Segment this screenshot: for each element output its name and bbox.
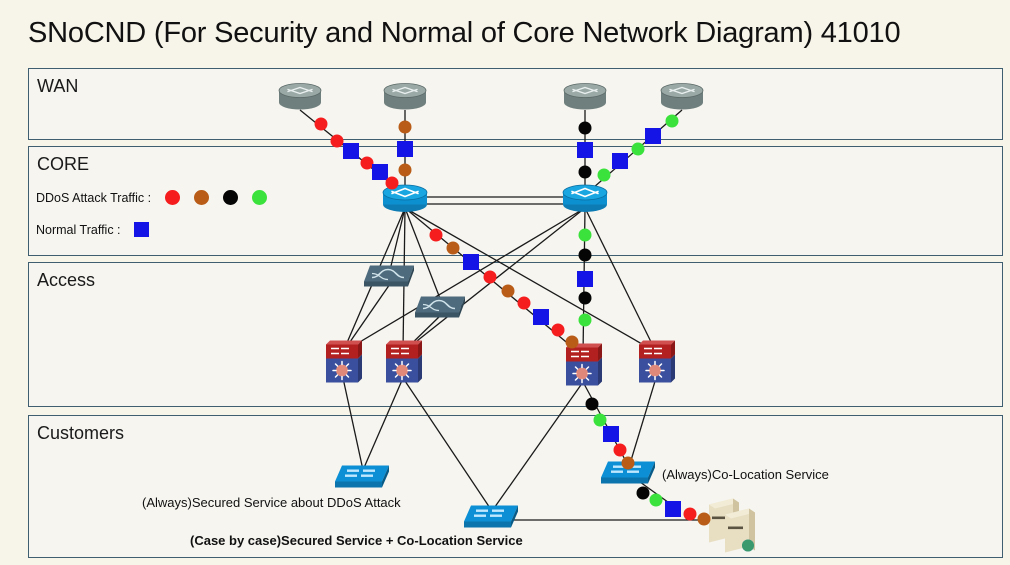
traffic-marker-black-dot bbox=[578, 248, 592, 262]
firewall-3-icon[interactable] bbox=[562, 342, 604, 395]
legend-normal-label: Normal Traffic : bbox=[36, 222, 121, 237]
traffic-marker-red-dot bbox=[483, 270, 497, 284]
zone-label-access: Access bbox=[37, 270, 96, 290]
page-title: SNoCND (For Security and Normal of Core … bbox=[28, 17, 901, 49]
legend-ddos-dot-3 bbox=[251, 190, 267, 206]
traffic-marker-blue-square bbox=[665, 501, 681, 517]
access-switch-1-icon[interactable] bbox=[364, 260, 416, 295]
traffic-marker-green-dot bbox=[593, 413, 607, 427]
core-router-right-icon[interactable] bbox=[561, 184, 609, 219]
traffic-marker-blue-square bbox=[577, 142, 593, 158]
firewall-2-icon[interactable] bbox=[382, 339, 424, 392]
wan-router-4-icon[interactable] bbox=[659, 83, 705, 116]
legend-ddos-dot-1 bbox=[193, 190, 209, 206]
traffic-marker-red-dot bbox=[551, 323, 565, 337]
wan-router-2-icon[interactable] bbox=[382, 83, 428, 116]
traffic-marker-brown-dot bbox=[398, 163, 412, 177]
traffic-marker-blue-square bbox=[372, 164, 388, 180]
caption-colo: (Always)Co-Location Service bbox=[662, 467, 829, 482]
traffic-marker-red-dot bbox=[330, 134, 344, 148]
traffic-marker-blue-square bbox=[603, 426, 619, 442]
traffic-marker-red-dot bbox=[613, 443, 627, 457]
legend-ddos-dot-0 bbox=[164, 190, 180, 206]
legend-ddos-swatches bbox=[155, 190, 267, 206]
traffic-marker-red-dot bbox=[385, 176, 399, 190]
customer-switch-secured-icon[interactable] bbox=[335, 461, 391, 496]
traffic-marker-red-dot bbox=[683, 507, 697, 521]
traffic-marker-brown-dot bbox=[398, 120, 412, 134]
traffic-marker-black-dot bbox=[578, 165, 592, 179]
traffic-marker-green-dot bbox=[631, 142, 645, 156]
traffic-marker-red-dot bbox=[429, 228, 443, 242]
traffic-marker-brown-dot bbox=[501, 284, 515, 298]
firewall-4-icon[interactable] bbox=[635, 339, 677, 392]
traffic-marker-green-dot bbox=[578, 228, 592, 242]
traffic-marker-brown-dot bbox=[697, 512, 711, 526]
zone-wan bbox=[28, 68, 1003, 140]
traffic-marker-green-dot bbox=[665, 114, 679, 128]
firewall-1-icon[interactable] bbox=[322, 339, 364, 392]
legend-normal-square bbox=[134, 222, 149, 238]
traffic-marker-red-dot bbox=[517, 296, 531, 310]
traffic-marker-green-dot bbox=[649, 493, 663, 507]
traffic-marker-blue-square bbox=[343, 143, 359, 159]
traffic-marker-green-dot bbox=[597, 168, 611, 182]
zone-label-core: CORE bbox=[37, 154, 90, 174]
traffic-marker-blue-square bbox=[397, 141, 413, 157]
traffic-marker-black-dot bbox=[636, 486, 650, 500]
colocation-server-icon[interactable] bbox=[703, 497, 757, 558]
traffic-marker-blue-square bbox=[463, 254, 479, 270]
traffic-marker-blue-square bbox=[533, 309, 549, 325]
traffic-marker-red-dot bbox=[360, 156, 374, 170]
traffic-marker-brown-dot bbox=[565, 335, 579, 349]
traffic-marker-brown-dot bbox=[621, 456, 635, 470]
legend-normal-row: Normal Traffic : bbox=[36, 222, 149, 238]
traffic-marker-blue-square bbox=[577, 271, 593, 287]
traffic-marker-blue-square bbox=[612, 153, 628, 169]
wan-router-1-icon[interactable] bbox=[277, 83, 323, 116]
zone-label-customers: Customers bbox=[37, 423, 125, 443]
traffic-marker-black-dot bbox=[578, 291, 592, 305]
access-switch-2-icon[interactable] bbox=[415, 291, 467, 326]
traffic-marker-black-dot bbox=[585, 397, 599, 411]
zone-label-wan: WAN bbox=[37, 76, 79, 96]
customer-switch-colo-icon[interactable] bbox=[601, 457, 657, 492]
caption-casecase: (Case by case)Secured Service + Co-Locat… bbox=[190, 533, 523, 548]
legend-normal-swatch bbox=[124, 222, 149, 238]
customer-switch-casecase-icon[interactable] bbox=[464, 501, 520, 536]
traffic-marker-green-dot bbox=[578, 313, 592, 327]
legend-ddos-row: DDoS Attack Traffic : bbox=[36, 190, 267, 206]
caption-secured: (Always)Secured Service about DDoS Attac… bbox=[142, 495, 401, 510]
traffic-marker-brown-dot bbox=[446, 241, 460, 255]
legend-ddos-label: DDoS Attack Traffic : bbox=[36, 190, 152, 205]
traffic-marker-blue-square bbox=[645, 128, 661, 144]
legend-ddos-dot-2 bbox=[222, 190, 238, 206]
traffic-marker-black-dot bbox=[578, 121, 592, 135]
zone-access bbox=[28, 262, 1003, 407]
traffic-marker-red-dot bbox=[314, 117, 328, 131]
wan-router-3-icon[interactable] bbox=[562, 83, 608, 116]
